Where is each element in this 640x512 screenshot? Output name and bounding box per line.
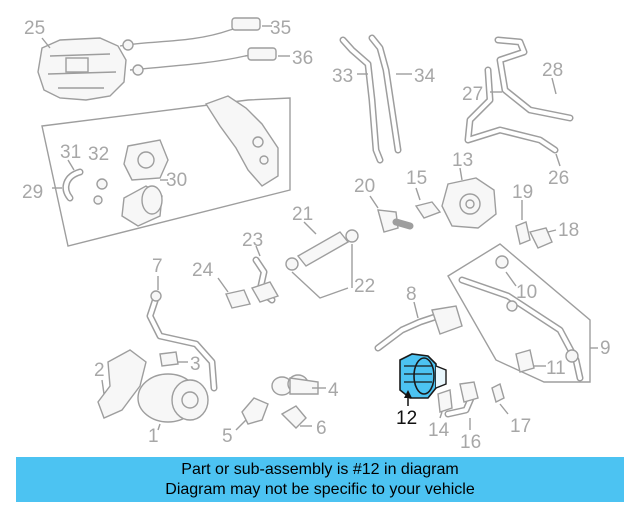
part-27-pipe [464, 36, 574, 154]
callout-30: 30 [166, 170, 187, 191]
callout-16: 16 [460, 432, 481, 453]
callout-35: 35 [270, 18, 291, 39]
callout-12-highlighted: 12 [396, 408, 417, 429]
callout-32: 32 [88, 144, 109, 165]
callout-22: 22 [354, 276, 375, 297]
part-24-gasket [225, 289, 251, 309]
callout-4: 4 [328, 380, 339, 401]
callout-23: 23 [242, 230, 263, 251]
part-2-bracket [97, 349, 147, 419]
callout-19: 19 [512, 182, 533, 203]
callout-9: 9 [600, 338, 611, 359]
callout-21: 21 [292, 204, 313, 225]
callout-36: 36 [292, 48, 313, 69]
part-22-clamps [285, 229, 359, 271]
part-21-hose [296, 231, 350, 267]
callout-27: 27 [462, 84, 483, 105]
part-11-gasket [515, 349, 579, 373]
callout-18: 18 [558, 220, 579, 241]
part-7-hose [146, 290, 218, 392]
callout-2: 2 [94, 360, 105, 381]
notice-line-part: Part or sub-assembly is #12 in diagram [181, 461, 459, 478]
callout-20: 20 [354, 176, 375, 197]
callout-5: 5 [222, 426, 233, 447]
part-18-fitting [528, 227, 553, 249]
part-9-egr-pipe [447, 243, 591, 383]
callout-29: 29 [22, 182, 43, 203]
part-19-gasket [515, 221, 531, 245]
callout-31: 31 [60, 142, 81, 163]
callout-6: 6 [316, 418, 327, 439]
part-10-clamp [495, 255, 518, 312]
part-36-oxygen-sensor [129, 47, 277, 76]
callout-28: 28 [542, 60, 563, 81]
callout-1: 1 [148, 426, 159, 447]
part-35-oxygen-sensor [119, 17, 261, 51]
part-20-fitting [377, 209, 414, 233]
part-3-fitting [159, 351, 179, 367]
callout-15: 15 [406, 168, 427, 189]
part-15-gasket [414, 201, 442, 219]
callout-33: 33 [332, 66, 353, 87]
part-12-egr-cooler-connector [399, 353, 447, 399]
part-25-bracket-assembly [37, 37, 127, 101]
part-32-clamp [93, 178, 108, 205]
part-6-clamp [280, 405, 307, 429]
part-1-air-pump [137, 373, 209, 423]
callout-13: 13 [452, 150, 473, 171]
part-33-line [339, 36, 384, 164]
parts-diagram: 25 35 36 33 34 28 27 31 32 13 26 29 30 2… [22, 17, 611, 453]
callout-3: 3 [190, 354, 201, 375]
part-valve-body [123, 139, 169, 181]
part-17-gasket [491, 382, 505, 404]
notice-line-disclaimer: Diagram may not be specific to your vehi… [165, 481, 475, 498]
part-30-valve [121, 185, 163, 227]
callout-17: 17 [510, 416, 531, 437]
notice-banner: Part or sub-assembly is #12 in diagram D… [16, 457, 624, 502]
part-34-line [368, 34, 402, 154]
part-bracket [204, 95, 279, 187]
callout-24: 24 [192, 260, 214, 281]
callout-7: 7 [152, 256, 163, 277]
callout-10: 10 [516, 282, 537, 303]
part-5-valve [241, 397, 269, 425]
part-14-gasket [437, 389, 453, 413]
callout-labels: 25 35 36 33 34 28 27 31 32 13 26 29 30 2… [22, 18, 611, 453]
part-31-hose [62, 168, 84, 202]
part-16-pipe [444, 381, 479, 418]
callout-25: 25 [24, 18, 45, 39]
callout-14: 14 [428, 420, 450, 441]
callout-26: 26 [548, 168, 569, 189]
callout-34: 34 [414, 66, 436, 87]
part-8-hose [374, 305, 463, 352]
callout-11: 11 [546, 358, 566, 379]
part-13-egr-valve [441, 177, 497, 229]
part-4-fitting [271, 374, 319, 396]
callout-8: 8 [406, 284, 417, 305]
